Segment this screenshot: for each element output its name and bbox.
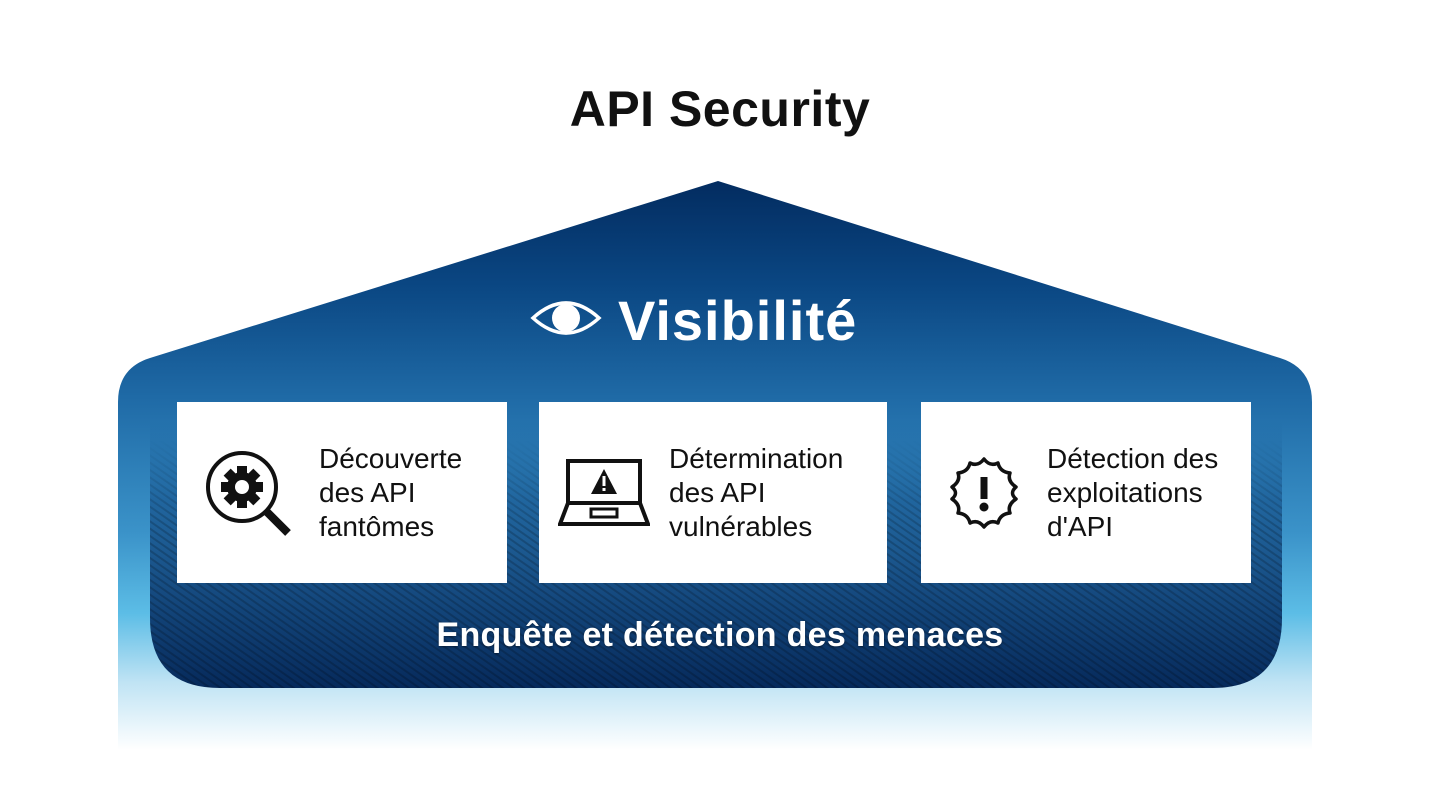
card-text: Détection des exploitations d'API: [1047, 442, 1219, 542]
magnifier-gear-icon: [177, 447, 319, 539]
capability-card: Découverte des API fantômes: [177, 402, 507, 583]
eye-icon: [530, 296, 602, 345]
capability-card: Détection des exploitations d'API: [921, 402, 1251, 583]
pillar-label: Visibilité: [618, 288, 858, 352]
capability-card: Détermination des API vulnérables: [539, 402, 887, 583]
badge-alert-icon: [921, 453, 1047, 533]
page-title: API Security: [569, 81, 871, 137]
card-text: Découverte des API fantômes: [319, 442, 463, 542]
foundation-label: Enquête et détection des menaces: [436, 616, 1004, 654]
card-text: Détermination des API vulnérables: [669, 442, 844, 542]
pillar-heading: Visibilité: [530, 282, 857, 358]
laptop-warning-icon: [539, 458, 669, 528]
